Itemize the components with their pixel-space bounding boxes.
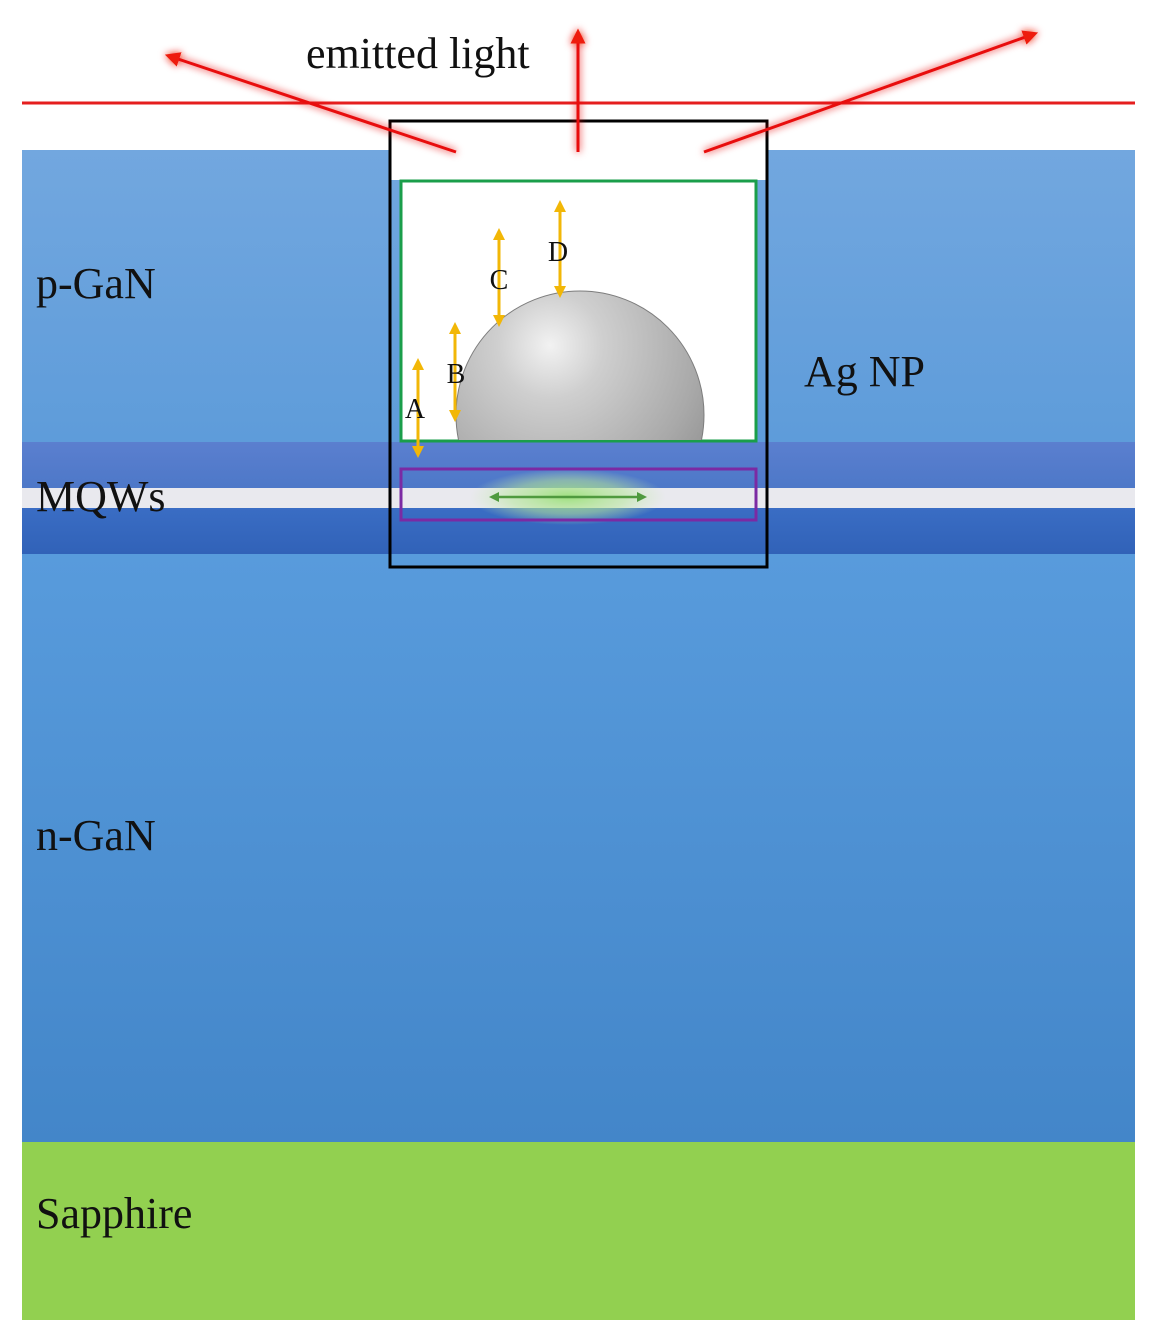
mqw-box [399, 467, 758, 522]
n-gan-layer [22, 554, 1135, 1142]
p-gan-label: p-GaN [36, 259, 156, 308]
distance-label-b: B [447, 359, 466, 390]
emitted-light-label: emitted light [306, 29, 530, 78]
distance-label-d: D [548, 237, 568, 268]
sapphire-label: Sapphire [36, 1189, 192, 1238]
n-gan-label: n-GaN [36, 811, 156, 860]
distance-label-a: A [405, 394, 426, 425]
distance-label-c: C [490, 265, 509, 296]
ag-np-label: Ag NP [804, 347, 925, 396]
sapphire-layer [22, 1142, 1135, 1320]
emitted-light-arrow-left [164, 52, 457, 154]
emitted-light-arrow-right [703, 30, 1039, 154]
mqws-label: MQWs [36, 472, 166, 521]
